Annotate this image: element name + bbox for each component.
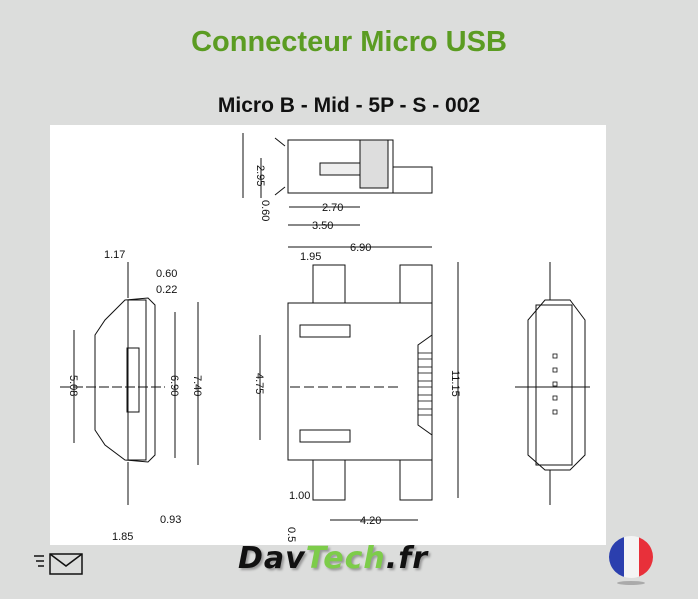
dim-left-022: 0.22 (156, 284, 177, 296)
right-view (515, 262, 590, 505)
left-view: 1.17 0.60 0.22 5.08 6.90 7.40 0.93 1.85 (60, 249, 203, 543)
dim-left-117: 1.17 (104, 249, 125, 261)
dim-front-475: 4.75 (253, 373, 265, 394)
dim-front-195: 1.95 (300, 251, 321, 263)
technical-drawing: 2.95 0.60 2.70 3.50 1.17 0.60 0.22 5.08 … (50, 125, 606, 545)
dim-left-740: 7.40 (191, 375, 203, 396)
dim-left-508: 5.08 (67, 375, 79, 396)
dim-front-1115: 11.15 (449, 370, 461, 397)
logo-part-fr: .fr (385, 541, 429, 576)
dim-top-350: 3.50 (312, 220, 333, 232)
france-flag-icon[interactable] (608, 535, 656, 592)
page-title: Connecteur Micro USB (191, 26, 507, 58)
dim-left-185: 1.85 (112, 531, 133, 543)
logo-part-dav: Dav (238, 541, 306, 576)
dim-left-060: 0.60 (156, 268, 177, 280)
dim-top-295: 2.95 (254, 165, 266, 186)
dim-left-093: 0.93 (160, 514, 181, 526)
logo-part-tech: Tech (305, 541, 386, 576)
dim-left-690: 6.90 (168, 375, 180, 396)
front-view: 6.90 1.95 11.15 4.75 1.00 4.20 0.5 (253, 242, 461, 542)
davtech-logo[interactable]: DavTech.fr (238, 541, 428, 576)
mail-icon[interactable] (30, 548, 86, 581)
top-view: 2.95 0.60 2.70 3.50 (242, 133, 433, 232)
page-subtitle: Micro B - Mid - 5P - S - 002 (217, 94, 481, 117)
dim-top-270: 2.70 (322, 202, 343, 214)
dim-top-060: 0.60 (259, 200, 271, 221)
dim-front-690: 6.90 (350, 242, 371, 254)
dim-front-100: 1.00 (289, 490, 310, 502)
dim-front-420: 4.20 (360, 515, 381, 527)
dim-front-05: 0.5 (285, 527, 297, 542)
